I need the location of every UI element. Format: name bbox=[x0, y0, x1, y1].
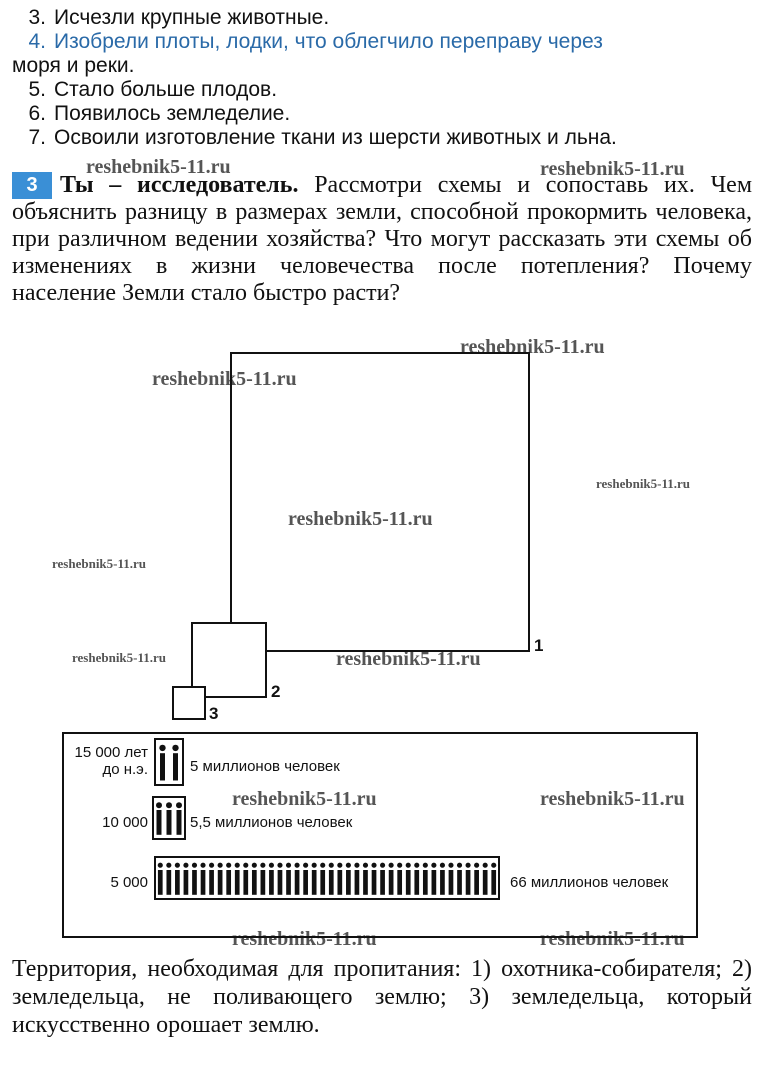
person-icon bbox=[294, 862, 300, 895]
figure-group bbox=[156, 802, 182, 835]
watermark: reshebnik5-11.ru bbox=[52, 556, 147, 571]
watermark: reshebnik5-11.ru bbox=[540, 928, 685, 950]
task-number-badge: 3 bbox=[12, 172, 52, 199]
person-icon bbox=[209, 862, 215, 895]
list-item-continuation: моря и реки. bbox=[12, 54, 135, 77]
person-icon bbox=[157, 862, 163, 895]
population-value: 5,5 миллионов человек bbox=[190, 814, 353, 831]
watermark: reshebnik5-11.ru bbox=[288, 508, 433, 530]
person-icon bbox=[159, 744, 166, 781]
area-square-hunter bbox=[230, 352, 530, 652]
list-item: 4.Изобрели плоты, лодки, что облегчило п… bbox=[28, 30, 603, 53]
task-paragraph: 3 Ты – исследователь. Рассмотри схемы и с… bbox=[12, 172, 752, 307]
population-figures-frame bbox=[154, 738, 184, 786]
period-label: 10 000 bbox=[102, 814, 148, 831]
list-item: 7.Освоили изготовление ткани из шерсти ж… bbox=[28, 126, 617, 149]
person-icon bbox=[277, 862, 283, 895]
person-icon bbox=[166, 862, 172, 895]
person-icon bbox=[328, 862, 334, 895]
watermark: reshebnik5-11.ru bbox=[540, 788, 685, 810]
figure-group bbox=[159, 744, 179, 781]
task-heading: Ты – исследователь. bbox=[60, 172, 299, 198]
person-icon bbox=[448, 862, 454, 895]
area-label: 1 bbox=[534, 636, 544, 655]
person-icon bbox=[320, 862, 326, 895]
person-icon bbox=[482, 862, 488, 895]
person-icon bbox=[183, 862, 189, 895]
person-icon bbox=[405, 862, 411, 895]
person-icon bbox=[156, 802, 162, 835]
person-icon bbox=[260, 862, 266, 895]
person-icon bbox=[474, 862, 480, 895]
person-icon bbox=[371, 862, 377, 895]
person-icon bbox=[439, 862, 445, 895]
person-icon bbox=[268, 862, 274, 895]
area-square-irrigator bbox=[172, 686, 206, 720]
person-icon bbox=[456, 862, 463, 895]
watermark: reshebnik5-11.ru bbox=[232, 788, 377, 810]
watermark: reshebnik5-11.ru bbox=[72, 650, 167, 665]
person-icon bbox=[303, 862, 309, 895]
person-icon bbox=[362, 862, 369, 895]
task-text: Рассмотри схемы и сопоставь их. Чем объя… bbox=[12, 172, 752, 306]
period-label: 5 000 bbox=[110, 874, 148, 891]
person-icon bbox=[191, 862, 198, 895]
person-icon bbox=[243, 862, 249, 895]
figure-caption: Территория, необходимая для пропитания: … bbox=[12, 956, 752, 1038]
list-item: 3.Исчезли крупные животные. bbox=[28, 6, 330, 29]
area-label: 3 bbox=[209, 704, 219, 723]
figure-group bbox=[157, 862, 497, 895]
person-icon bbox=[285, 862, 292, 895]
person-icon bbox=[414, 862, 420, 895]
area-label: 2 bbox=[271, 682, 281, 701]
person-icon bbox=[217, 862, 223, 895]
watermark: reshebnik5-11.ru bbox=[596, 476, 691, 491]
person-icon bbox=[422, 862, 428, 895]
person-icon bbox=[388, 862, 394, 895]
person-icon bbox=[176, 802, 182, 835]
person-icon bbox=[491, 862, 497, 895]
area-square-farmer bbox=[191, 622, 267, 698]
watermark: reshebnik5-11.ru bbox=[540, 158, 685, 180]
population-value: 5 миллионов человек bbox=[190, 758, 340, 775]
list-item: 6.Появилось земледелие. bbox=[28, 102, 291, 125]
answer-list: 3.Исчезли крупные животные. 4.Изобрели п… bbox=[12, 6, 762, 150]
list-item: 5.Стало больше плодов. bbox=[28, 78, 278, 101]
person-icon bbox=[345, 862, 351, 895]
person-icon bbox=[200, 862, 206, 895]
person-icon bbox=[226, 862, 232, 895]
person-icon bbox=[311, 862, 317, 895]
watermark: reshebnik5-11.ru bbox=[86, 156, 231, 178]
person-icon bbox=[174, 862, 180, 895]
person-icon bbox=[172, 744, 179, 781]
watermark: reshebnik5-11.ru bbox=[152, 368, 297, 390]
person-icon bbox=[337, 862, 343, 895]
watermark: reshebnik5-11.ru bbox=[336, 648, 481, 670]
person-icon bbox=[380, 862, 386, 895]
person-icon bbox=[251, 862, 257, 895]
person-icon bbox=[431, 862, 437, 895]
population-figures-frame bbox=[152, 796, 186, 840]
person-icon bbox=[166, 802, 172, 835]
person-icon bbox=[465, 862, 471, 895]
population-figures-frame bbox=[154, 856, 500, 900]
person-icon bbox=[397, 862, 403, 895]
watermark: reshebnik5-11.ru bbox=[232, 928, 377, 950]
person-icon bbox=[354, 862, 360, 895]
population-value: 66 миллионов человек bbox=[510, 874, 669, 891]
person-icon bbox=[234, 862, 240, 895]
